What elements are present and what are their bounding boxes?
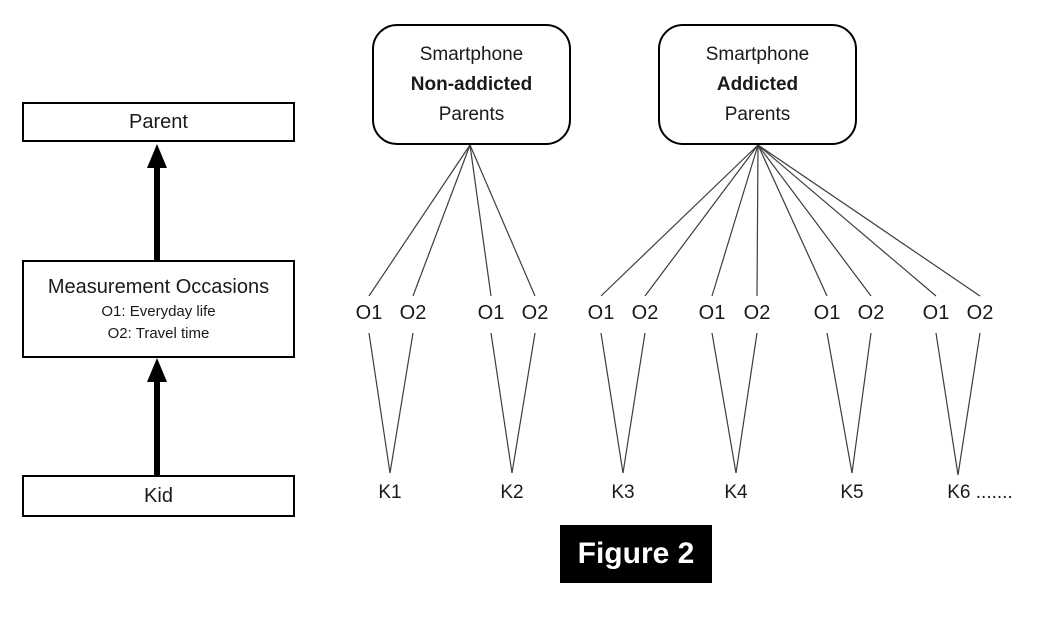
v-line — [935, 332, 959, 476]
occasion-label: O1 — [587, 302, 615, 324]
v-line — [711, 332, 737, 474]
group-title-line: Smartphone — [705, 43, 810, 65]
fan-line — [469, 144, 536, 297]
kid-label: K4 — [724, 482, 748, 503]
addicted-parents-box: Smartphone Addicted Parents — [658, 24, 857, 145]
fan-line — [711, 144, 759, 297]
v-line — [826, 332, 853, 474]
kid-label: K1 — [378, 482, 402, 503]
v-line — [600, 332, 624, 474]
figure-caption: Figure 2 — [560, 525, 712, 583]
v-line — [389, 332, 414, 474]
v-line — [735, 332, 758, 474]
kid-label: K3 — [611, 482, 635, 503]
parent-box-label: Parent — [129, 110, 188, 133]
occasion-label: O1 — [355, 302, 383, 324]
measurement-occasions-title: Measurement Occasions — [47, 276, 270, 298]
v-line — [368, 332, 391, 474]
fan-line — [412, 144, 471, 297]
group-title-line-bold: Addicted — [716, 73, 799, 95]
fan-line — [757, 144, 981, 297]
fan-line — [757, 144, 937, 297]
v-line — [490, 332, 513, 474]
kid-box: Kid — [22, 475, 295, 517]
occasion-label: O2 — [631, 302, 659, 324]
occasion-label: O2 — [743, 302, 771, 324]
non-addicted-parents-box: Smartphone Non-addicted Parents — [372, 24, 571, 145]
v-line — [851, 332, 872, 474]
occasion-label: O1 — [922, 302, 950, 324]
v-lines — [368, 332, 981, 476]
parent-box: Parent — [22, 102, 295, 142]
occasion-label: O2 — [966, 302, 994, 324]
kid-label: K5 — [840, 482, 864, 503]
figure-caption-text: Figure 2 — [577, 537, 695, 570]
kid-label: K6 ....... — [947, 482, 1013, 503]
group-title-line-bold: Non-addicted — [410, 73, 533, 95]
occasion-label: O1 — [813, 302, 841, 324]
group-title-line: Smartphone — [419, 43, 524, 65]
occasion-2-definition: O2: Travel time — [107, 325, 210, 342]
occasion-label: O1 — [477, 302, 505, 324]
v-line — [622, 332, 646, 474]
v-line — [511, 332, 536, 474]
v-line — [957, 332, 981, 476]
group-title-line: Parents — [724, 103, 791, 125]
fan-line — [469, 144, 492, 297]
fan-line — [757, 144, 828, 297]
occasion-label: O2 — [521, 302, 549, 324]
fan-line — [368, 144, 471, 297]
up-arrow-measure-to-parent — [147, 144, 167, 260]
occasion-label: O2 — [399, 302, 427, 324]
up-arrow-kid-to-measure — [147, 358, 167, 475]
fan-addicted — [600, 144, 981, 297]
fan-non-addicted — [368, 144, 536, 297]
fan-line — [757, 144, 872, 297]
measurement-occasions-box: Measurement Occasions O1: Everyday life … — [22, 260, 295, 358]
occasion-label: O2 — [857, 302, 885, 324]
group-title-line: Parents — [438, 103, 505, 125]
occasion-1-definition: O1: Everyday life — [101, 303, 216, 320]
kid-box-label: Kid — [144, 484, 173, 507]
occasion-label: O1 — [698, 302, 726, 324]
fan-line — [600, 144, 759, 297]
fan-line — [756, 144, 759, 297]
fan-line — [644, 144, 759, 297]
kid-label: K2 — [500, 482, 524, 503]
